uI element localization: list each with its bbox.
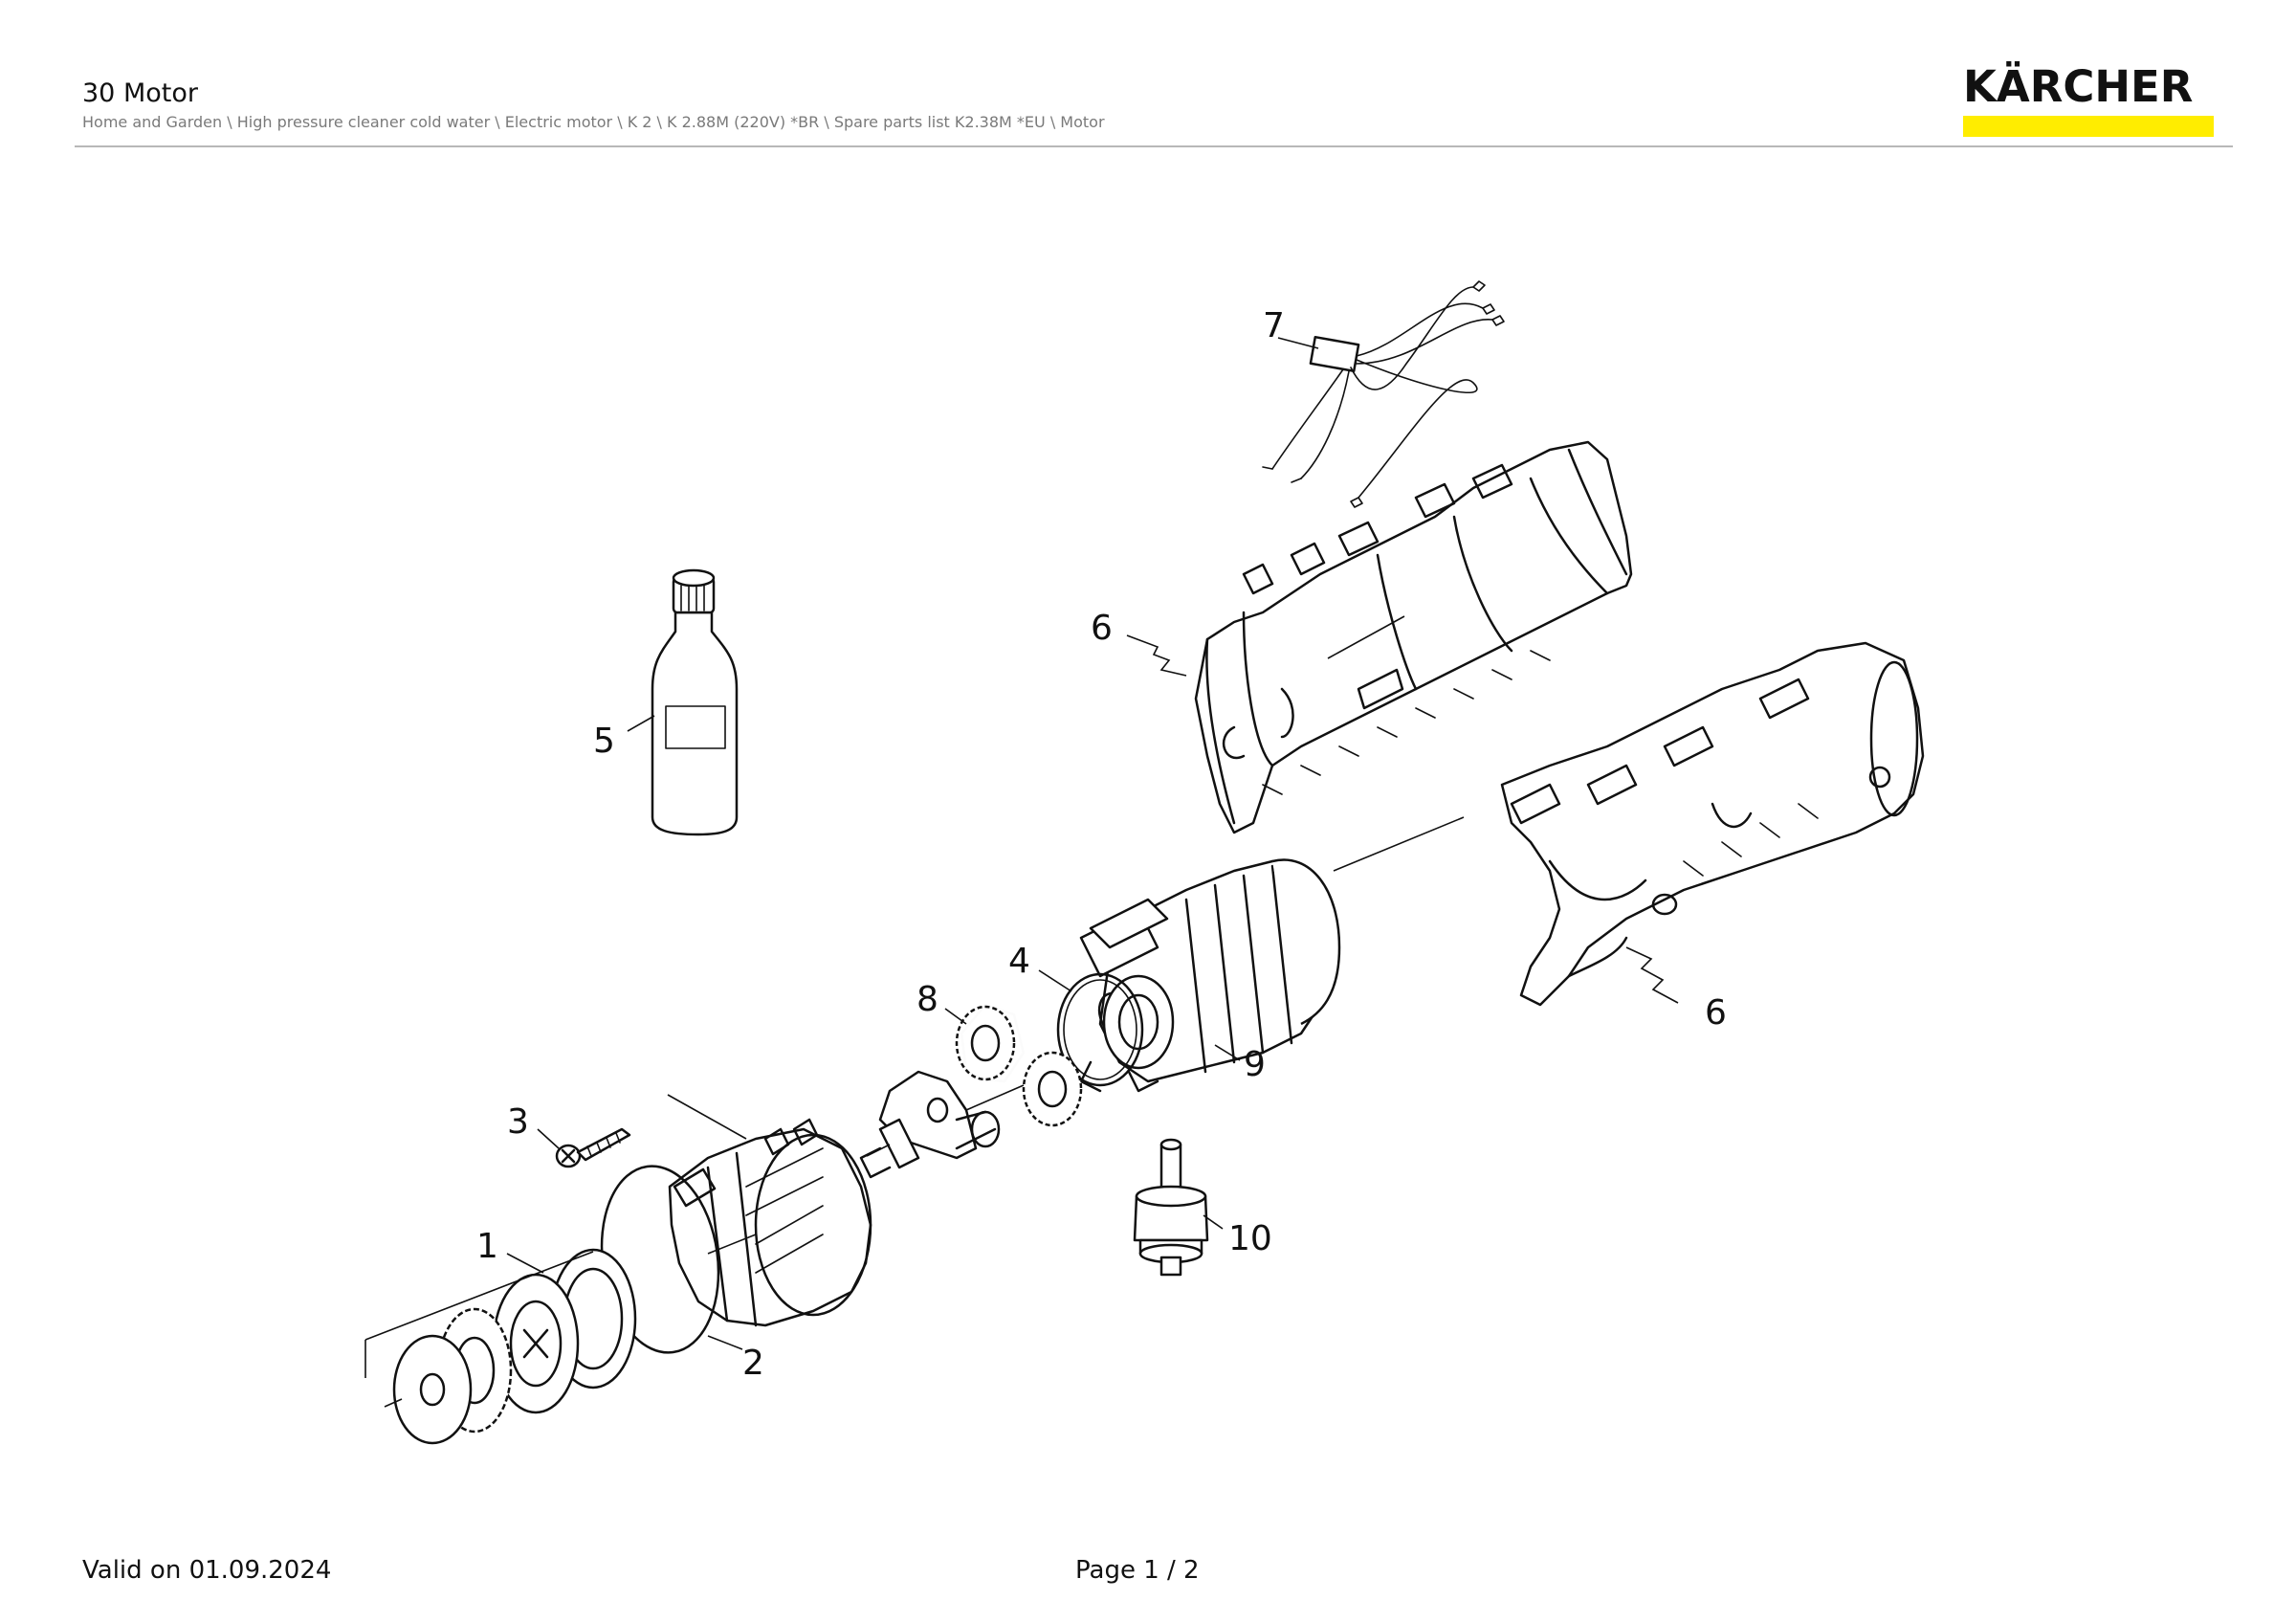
callout-8: 8 (916, 980, 938, 1019)
part-10-damper (1133, 1138, 1209, 1277)
callout-1: 1 (476, 1227, 498, 1266)
part-8-gears (955, 1005, 1083, 1127)
part-5-oil-bottle (651, 568, 739, 836)
part-6-upper-housing (1194, 440, 1633, 834)
part-9-motor-assembly (1079, 858, 1341, 1093)
karcher-logo: KÄRCHER (1963, 65, 2214, 137)
part-7-cable-harness (1262, 280, 1505, 508)
callout-4: 4 (1008, 942, 1030, 981)
page-number: Page 1 / 2 (1075, 1556, 1200, 1585)
logo-yellow-bar (1963, 116, 2214, 137)
breadcrumb: Home and Garden \ High pressure cleaner … (82, 113, 1105, 131)
callout-9: 9 (1244, 1045, 1266, 1084)
logo-wordmark: KÄRCHER (1963, 61, 2194, 112)
callout-7: 7 (1263, 306, 1285, 345)
bearing-stack (392, 1248, 637, 1445)
callout-6-upper: 6 (1091, 609, 1113, 648)
header-divider (75, 145, 2233, 147)
callout-6-lower: 6 (1705, 993, 1727, 1033)
valid-date: Valid on 01.09.2024 (82, 1556, 332, 1585)
part-4-o-ring (1056, 972, 1144, 1087)
leader-lines (364, 337, 1679, 1408)
callout-5: 5 (593, 722, 615, 761)
part-1-cylinder-housing (668, 1118, 872, 1327)
callout-3: 3 (507, 1102, 529, 1142)
part-6-lower-housing (1500, 641, 1925, 1007)
callout-labels: 7 6 5 6 4 8 9 3 10 1 2 (476, 306, 1727, 1383)
callout-10: 10 (1228, 1219, 1272, 1258)
callout-2: 2 (742, 1344, 764, 1383)
part-3-screw (555, 1127, 631, 1168)
coupling-shaft (859, 1070, 1001, 1179)
page-title: 30 Motor (82, 78, 198, 108)
